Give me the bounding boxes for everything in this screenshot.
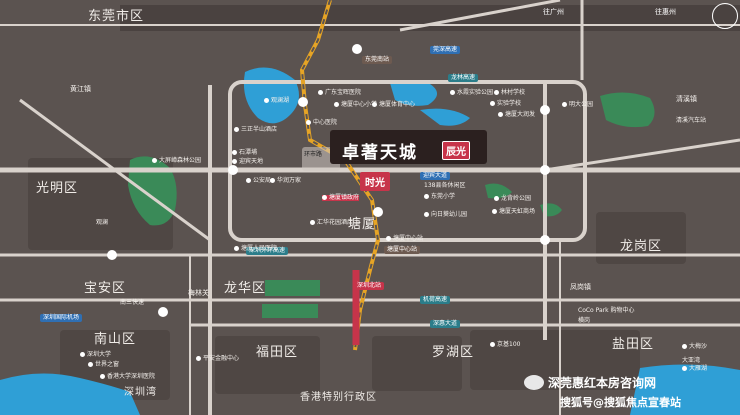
- poi-item: 塘厦大润发: [498, 112, 535, 118]
- poi-item: 华润万家: [270, 178, 301, 184]
- poi-item: 公安局: [246, 178, 271, 184]
- road-guanshen-expressway: 莞深高速: [430, 46, 461, 54]
- district-baoan: 宝安区: [84, 281, 127, 296]
- town-qingxi: 清溪镇: [676, 95, 697, 103]
- compass-icon: [712, 3, 738, 29]
- poi-item: 观澜湖: [264, 98, 289, 104]
- poi-item: 向日葵幼儿园: [424, 212, 467, 218]
- poi-item: 世界之窗: [88, 362, 119, 368]
- district-tangxia: 塘厦: [348, 217, 377, 232]
- road-longlin-expressway: 龙林高速: [448, 74, 479, 82]
- road-yingbin: 迎宾大道: [420, 172, 451, 180]
- poi-item: 明大公园: [562, 102, 593, 108]
- poi-item: 汇华花园酒店: [310, 220, 353, 226]
- district-nanshan: 南山区: [94, 332, 137, 347]
- poi-item: 大梅沙: [682, 344, 707, 350]
- watermark-line1: 深莞惠红本房咨询网: [548, 376, 657, 390]
- poi-item: 塘厦天虹商场: [492, 209, 535, 215]
- road-leisure-zone: 138县各休闲区: [424, 182, 466, 189]
- poi-item: 林村学校: [494, 90, 525, 96]
- district-yantian: 盐田区: [612, 337, 655, 352]
- road-dongguan-south-station: 东莞南站: [362, 56, 393, 64]
- watermark-line2: 搜狐号@搜狐焦点宣春站: [560, 396, 681, 409]
- poi-item: 塘厦中心小学: [334, 102, 377, 108]
- town-meilinguan: 梅林关: [188, 289, 209, 297]
- district-dongguan: 东莞市区: [88, 9, 145, 24]
- district-guangming: 光明区: [36, 181, 79, 196]
- town-huangjiang: 黄江镇: [70, 85, 91, 93]
- road-shenzhen-airport: 深圳国际机场: [40, 314, 83, 322]
- district-hongkong: 香港特别行政区: [300, 392, 377, 403]
- poi-item: 石潭埔: [232, 150, 257, 156]
- project-tag: 时光: [360, 172, 390, 191]
- poi-item: 京基100: [490, 342, 520, 348]
- poi-item: 大屏嶂森林公园: [152, 158, 201, 164]
- district-longhua: 龙华区: [224, 281, 267, 296]
- project-badge: 辰光: [442, 141, 470, 160]
- road-jihe-expressway: 机荷高速: [420, 296, 451, 304]
- town-fenggang: 凤岗镇: [570, 283, 591, 291]
- poi-item: 中心医院: [306, 120, 337, 126]
- poi-item: 三正半山酒店: [234, 127, 277, 133]
- road-dayawan: 大亚湾: [682, 357, 701, 364]
- poi-item: 塘厦中心站: [386, 236, 423, 242]
- poi-item: 大雁湖: [682, 366, 707, 372]
- poi-item: 香港大学深圳医院: [100, 374, 155, 380]
- road-tangxia-center-station: 塘厦中心站: [384, 246, 421, 254]
- road-cocopark: CoCo Park 购物中心: [578, 307, 635, 314]
- wechat-icon: [524, 375, 544, 390]
- poi-item: 平安金融中心: [196, 356, 239, 362]
- poi-item: 深圳大学: [80, 352, 111, 358]
- poi-item: 实验学校: [490, 101, 521, 107]
- district-futian: 福田区: [256, 345, 299, 360]
- road-nansan: 南三快速: [120, 299, 145, 306]
- district-shenzhen-bay: 深圳湾: [124, 387, 157, 398]
- poi-item: 塘厦体育中心: [372, 102, 415, 108]
- road-shenzhen-north: 深圳北站: [354, 282, 385, 290]
- poi-item: 迎宾天地: [232, 159, 263, 165]
- road-shenzhen-outer-ring: 深圳外环高速: [246, 247, 289, 255]
- poi-item: 塘厦镇政府: [322, 195, 360, 201]
- road-to-guangzhou: 往广州: [543, 8, 564, 16]
- road-qingxi-bus: 清溪汽车站: [676, 117, 707, 124]
- poi-item: 龙背岭公园: [494, 196, 531, 202]
- poi-item: 塘厦人民医院: [234, 246, 277, 252]
- town-guanlan: 观澜: [96, 219, 109, 226]
- road-to-huizhou: 往惠州: [655, 8, 676, 16]
- ring-road-label: 环市路: [304, 151, 323, 158]
- town-henggang: 横岗: [578, 317, 591, 324]
- project-title: 卓著天城: [342, 143, 418, 163]
- district-luohu: 罗湖区: [432, 345, 475, 360]
- poi-item: 广东宝晖医院: [318, 90, 361, 96]
- district-longgang: 龙岗区: [620, 239, 663, 254]
- poi-item: 东莞小学: [424, 194, 455, 200]
- road-shenhui: 深惠大道: [430, 320, 461, 328]
- poi-item: 水霞实验公园: [450, 90, 493, 96]
